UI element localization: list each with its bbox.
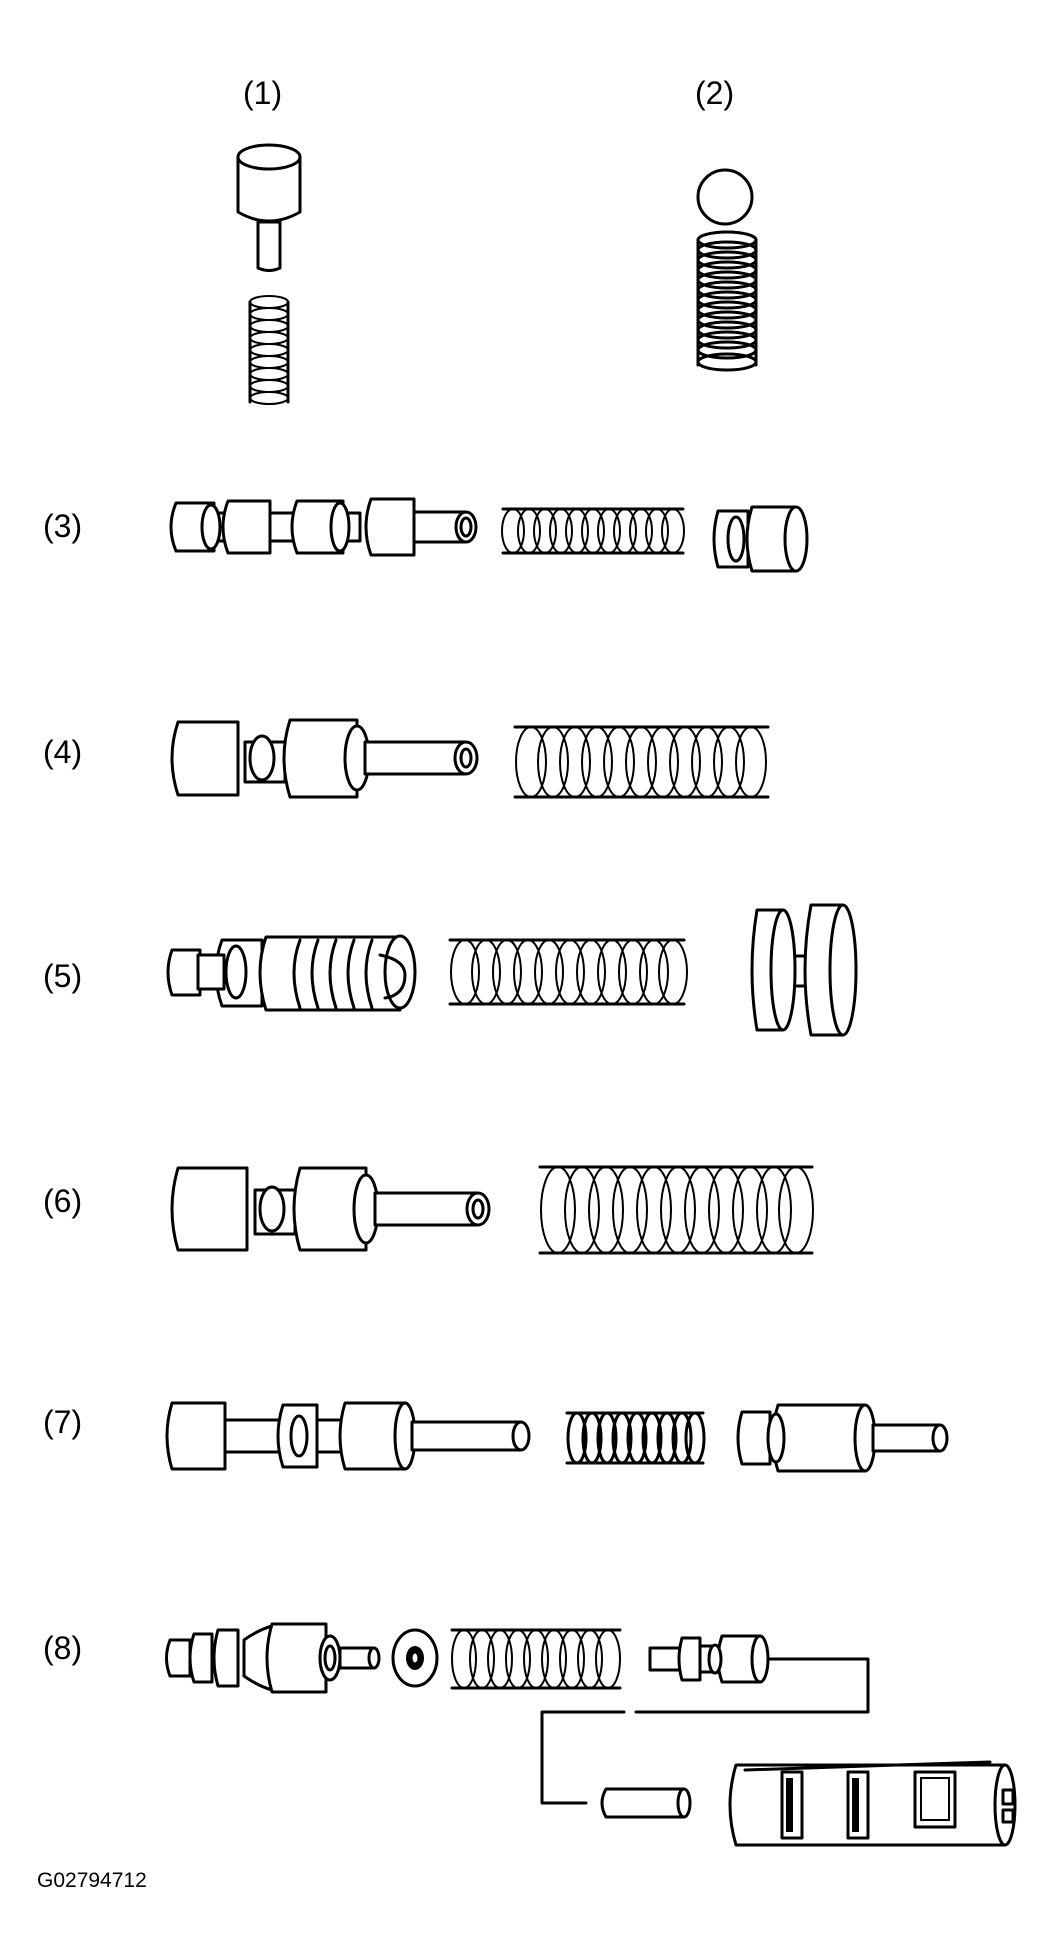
spring-6 <box>538 1165 814 1255</box>
valve-spool-5 <box>166 934 417 1012</box>
label-3: (3) <box>43 508 82 544</box>
check-ball <box>696 168 754 226</box>
valve-spool-4 <box>170 718 479 799</box>
label-8: (8) <box>43 1630 82 1666</box>
spring-5 <box>448 938 688 1006</box>
plug-3 <box>712 505 809 573</box>
assembly-leader-line <box>540 1657 870 1805</box>
spring-4 <box>513 725 770 799</box>
plug-7 <box>736 1403 949 1473</box>
label-1: (1) <box>243 75 282 111</box>
valve-spool-6 <box>170 1166 491 1252</box>
group-2-parts <box>696 168 758 372</box>
group-5-parts <box>166 903 858 1037</box>
label-4: (4) <box>43 734 82 770</box>
spring-dense <box>696 230 758 372</box>
washer-8 <box>391 1628 439 1688</box>
group-7-parts <box>165 1401 949 1473</box>
group-3-parts <box>169 497 809 573</box>
plug-8 <box>648 1634 770 1684</box>
valve-spool-3 <box>169 497 478 557</box>
label-5: (5) <box>43 958 82 994</box>
valve-spool-8 <box>165 1622 381 1694</box>
pin-8 <box>600 1787 692 1819</box>
group-4-parts <box>170 718 770 799</box>
label-2: (2) <box>695 75 734 111</box>
spring-3 <box>501 507 685 555</box>
figure-code: G02794712 <box>37 1869 147 1892</box>
spring-8 <box>450 1628 622 1690</box>
label-6: (6) <box>43 1183 82 1219</box>
group-1-parts <box>236 143 302 405</box>
valve-plug <box>236 143 302 272</box>
group-8-parts <box>165 1622 1017 1847</box>
valve-sleeve <box>728 1760 1017 1847</box>
valve-spool-7 <box>165 1401 531 1471</box>
plug-5 <box>750 903 858 1037</box>
spring-small <box>248 295 290 405</box>
spring-7 <box>565 1411 706 1465</box>
group-6-parts <box>170 1165 814 1255</box>
label-7: (7) <box>43 1404 82 1440</box>
